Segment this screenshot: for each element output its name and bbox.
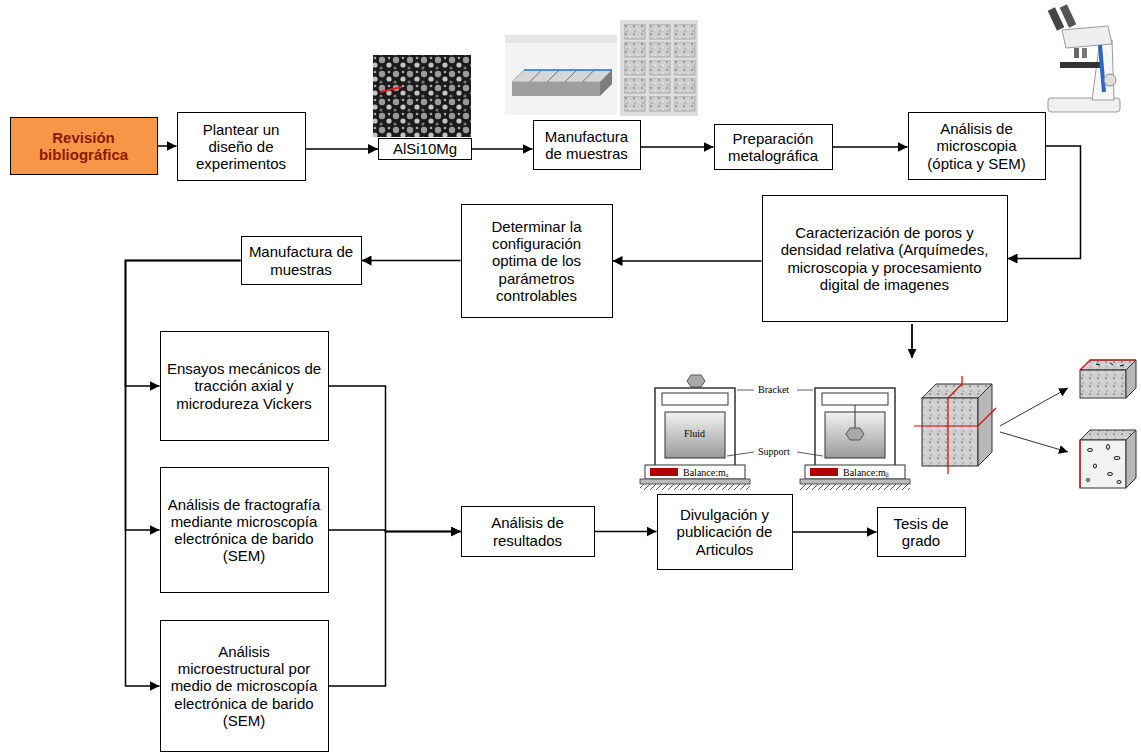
connector-arrow [613, 260, 762, 262]
process-box: Análisis de microscopia (óptica y SEM) [908, 112, 1046, 180]
process-box: Determinar la configuración optima de lo… [461, 204, 613, 318]
box-label: Ensayos mecánicos de tracción axial y mi… [167, 360, 322, 412]
box-label: Tesis de grado [884, 515, 959, 550]
connector-arrow [362, 260, 461, 262]
box-label: Divulgación y publicación de Articulos [664, 506, 786, 558]
cad-render [505, 35, 617, 115]
box-label: Caracterización de poros y densidad rela… [769, 224, 1001, 293]
archimedes-balance [640, 375, 750, 490]
box-label: Determinar la configuración optima de lo… [468, 218, 606, 304]
connector-arrow [329, 532, 461, 687]
box-label: Análisis microestructural por medio de m… [167, 643, 322, 729]
box-label: Preparación metalográfica [721, 130, 826, 165]
process-box: Manufactura de muestras [241, 236, 362, 285]
box-label: Análisis de microscopia (óptica y SEM) [915, 120, 1039, 172]
balance-label: Balance:mᵦ [842, 467, 890, 478]
connector-arrow [641, 146, 714, 148]
process-box: Análisis de resultados [461, 506, 595, 557]
box-label: Plantear un diseño de experimentos [184, 121, 299, 173]
powder-image [373, 55, 471, 137]
material-box: AlSi10Mg [378, 138, 472, 160]
process-box: Preparación metalográfica [714, 124, 833, 170]
process-box: Análisis microestructural por medio de m… [160, 620, 329, 752]
pointer-arrow [911, 324, 913, 358]
process-box: Manufactura de muestras [533, 120, 641, 170]
connector-arrow [595, 531, 657, 533]
process-box: Ensayos mecánicos de tracción axial y mi… [160, 331, 329, 441]
connector-arrow [793, 531, 877, 533]
section-cubes [914, 360, 1136, 488]
process-box: Plantear un diseño de experimentos [177, 112, 306, 181]
balance-label: Balance:mₐ [682, 467, 730, 478]
connector-arrow [158, 145, 177, 147]
leader-line [727, 390, 823, 456]
process-box: Divulgación y publicación de Articulos [657, 494, 793, 570]
archimedes-balance [800, 388, 910, 490]
box-label: AlSi10Mg [393, 140, 457, 157]
process-box: Caracterización de poros y densidad rela… [762, 195, 1008, 322]
connector-arrow [306, 148, 379, 150]
box-label: Manufactura de muestras [248, 243, 355, 278]
process-box: Análisis de fractografía mediante micros… [160, 467, 329, 593]
box-label: Manufactura de muestras [540, 128, 634, 163]
connector-arrow [833, 146, 908, 148]
box-label: Análisis de resultados [468, 514, 588, 549]
process-box: Tesis de grado [877, 507, 966, 557]
microscope-picture [1048, 4, 1120, 112]
connector-arrow [329, 386, 461, 532]
support-label: Support [757, 446, 791, 457]
connector-arrow [472, 148, 533, 150]
specimen-photo [620, 20, 699, 116]
box-label: Análisis de fractografía mediante micros… [167, 496, 322, 565]
fluid-label: Fluid [683, 428, 706, 439]
box-label: Revisión bibliográfica [17, 129, 151, 164]
start-box: Revisión bibliográfica [10, 117, 158, 175]
bracket-label: Bracket [757, 384, 790, 395]
